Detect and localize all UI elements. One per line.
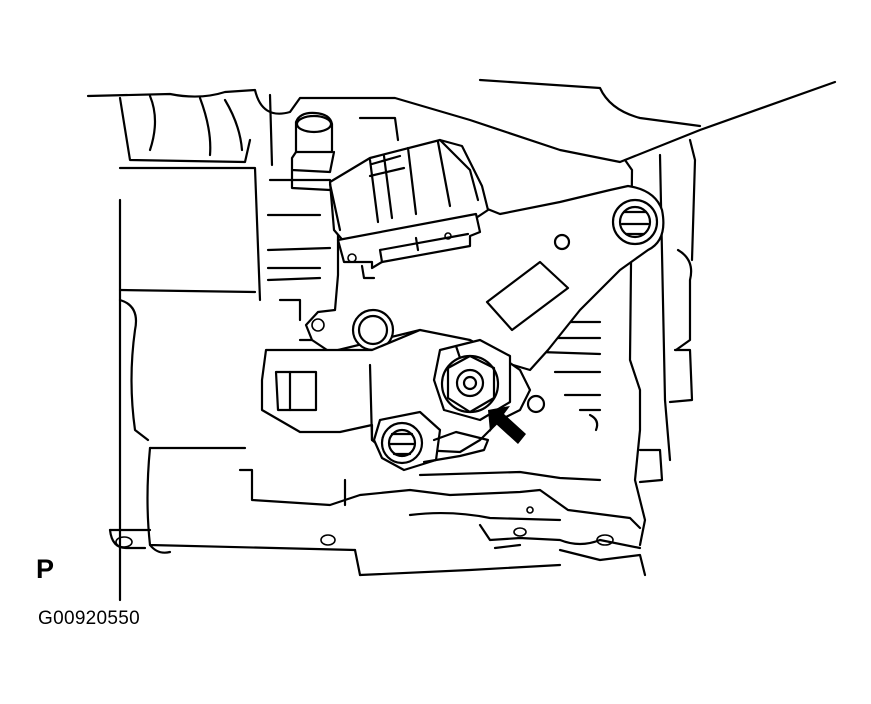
transmission-case [86, 78, 837, 602]
view-label: P [36, 554, 55, 584]
pointer-arrow-icon [488, 406, 526, 444]
figure-code: G00920550 [38, 608, 141, 629]
neutral-start-switch [260, 138, 665, 472]
